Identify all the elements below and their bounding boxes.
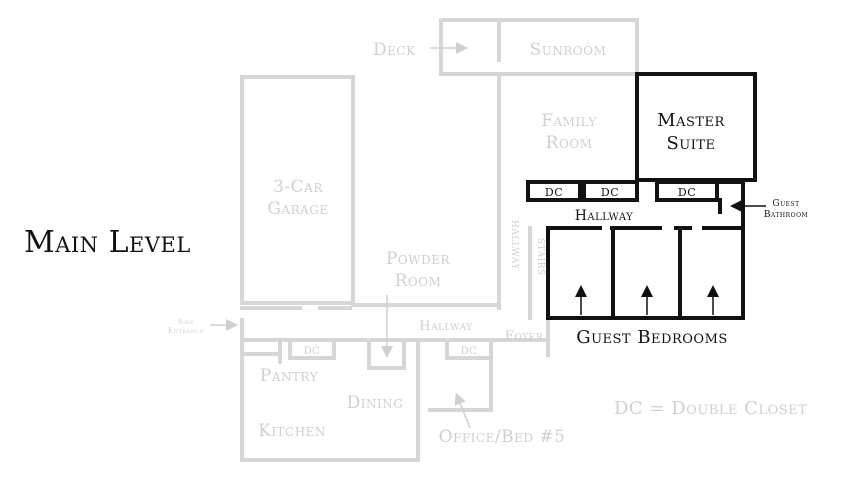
hallway-lower-label: Hallway — [419, 319, 473, 334]
dc5-label: DC — [461, 346, 478, 357]
dim-walls — [240, 18, 639, 462]
side-entrance-label-2: Entrance — [168, 327, 204, 335]
dining-box — [367, 338, 406, 370]
office-label: Office/Bed #5 — [439, 427, 566, 447]
kitchen-dc-outline — [288, 338, 336, 360]
sunroom-label: Sunroom — [530, 40, 607, 60]
guest-bedrooms-label: Guest Bedrooms — [576, 327, 728, 348]
highlighted-walls — [526, 72, 757, 320]
foyer-label: Foyer — [505, 329, 543, 344]
hallway-upper-label: Hallway — [575, 208, 634, 224]
master-suite-outline — [635, 72, 757, 182]
guest-bath-wall — [718, 180, 745, 227]
side-entrance-label-1: Side — [178, 318, 194, 326]
stairs-vertical-label: STAIRS — [535, 238, 545, 276]
legend-text: DC = Double Closet — [614, 398, 807, 419]
labels: Main Level DC = Double Closet Deck Sunro… — [24, 40, 808, 447]
family-room-label-1: Family — [541, 111, 597, 131]
dc1-label: DC — [545, 186, 563, 199]
powder-room-label-1: Powder — [386, 249, 450, 269]
dc1-outline — [526, 180, 582, 202]
pantry-label: Pantry — [260, 366, 319, 386]
office-arrow — [454, 392, 471, 429]
guest-bath-label-2: Bathroom — [764, 210, 808, 220]
hallway-vertical-label: HALLWAY — [509, 220, 519, 270]
dc4-label: DC — [304, 346, 321, 357]
kitchen-dining-outline — [240, 318, 420, 462]
dc3-label: DC — [678, 186, 696, 199]
powder-room-label-2: Room — [395, 271, 442, 291]
arrows — [210, 42, 766, 429]
dc2-outline — [582, 180, 639, 202]
dc3-outline — [655, 180, 719, 202]
kitchen-label: Kitchen — [258, 421, 326, 441]
garage-outline — [240, 75, 355, 305]
dining-label: Dining — [347, 393, 404, 413]
bedrooms-outline — [546, 226, 745, 320]
office-wall — [428, 356, 493, 412]
office-dc-outline — [445, 338, 493, 360]
garage-label-1: 3-Car — [273, 177, 323, 197]
guest-bath-label-1: Guest — [772, 199, 799, 209]
master-suite-label-1: Master — [657, 110, 725, 131]
page-title: Main Level — [24, 225, 191, 260]
master-suite-label-2: Suite — [666, 133, 715, 154]
sunroom-deck-outline — [439, 18, 639, 76]
family-room-label-2: Room — [546, 133, 593, 153]
dc2-label: DC — [601, 186, 619, 199]
garage-label-2: Garage — [267, 199, 328, 219]
deck-label: Deck — [373, 40, 416, 60]
